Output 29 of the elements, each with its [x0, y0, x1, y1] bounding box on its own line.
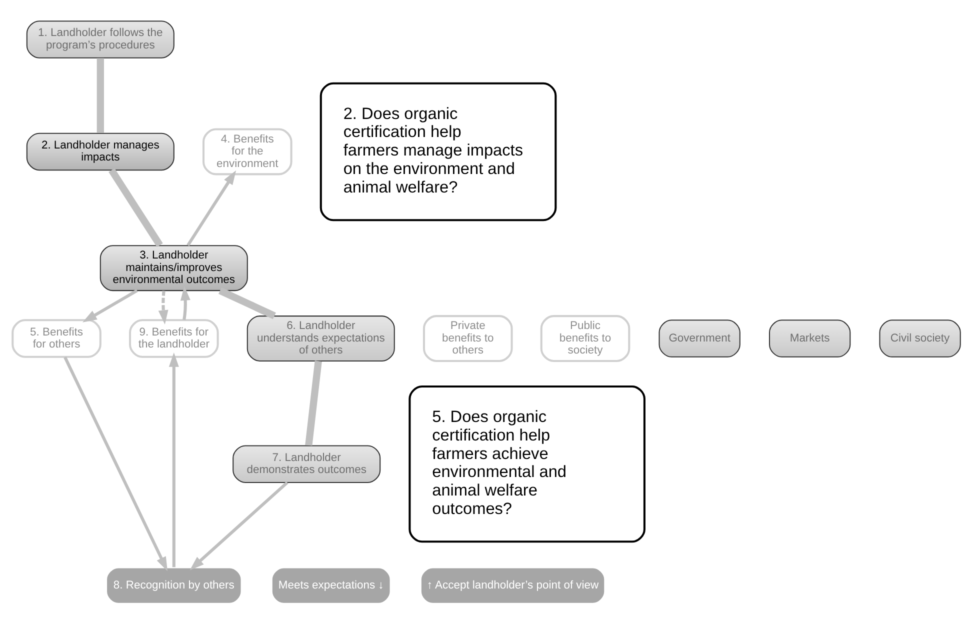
node-box: Public benefits to society — [540, 314, 630, 362]
connector — [305, 360, 322, 446]
node-box: Civil society — [879, 319, 961, 357]
node-box: 7. Landholder demonstrates outcomes — [232, 444, 381, 482]
node-box: 5. Benefits for others — [12, 318, 102, 358]
arrow — [64, 356, 168, 571]
arrow — [186, 170, 236, 246]
arrow — [82, 288, 138, 322]
arrow — [190, 480, 288, 570]
node-box: 3. Landholder maintains/improves environmental outcomes — [100, 244, 248, 291]
connector — [96, 58, 104, 133]
node-box: Markets — [768, 319, 851, 357]
node-box: ↑ Accept landholder’s point of view — [419, 566, 606, 604]
node-box: Private benefits to others — [422, 314, 513, 362]
node-box: 6. Landholder understands expectations of others — [246, 315, 395, 361]
node-box: 2. Does organic certification help farmers manage impacts on the environment and animal welfare? — [320, 82, 557, 221]
node-box: 8. Recognition by others — [105, 566, 243, 604]
node-box: 2. Landholder manages impacts — [26, 132, 174, 170]
node-box: Government — [658, 319, 740, 357]
connector — [218, 286, 276, 319]
node-box: 1. Landholder follows the program’s procedures — [26, 20, 174, 58]
node-box: Meets expectations ↓ — [270, 566, 392, 604]
node-box: 5. Does organic certification help farmers achieve environmental and animal welfare outcomes? — [408, 384, 646, 542]
arrow — [158, 290, 168, 324]
node-box: 4. Benefits for the environment — [202, 128, 292, 175]
arrow — [168, 352, 179, 567]
node-box: 9. Benefits for the landholder — [128, 318, 219, 358]
arrow — [180, 286, 190, 320]
connector — [108, 168, 163, 247]
